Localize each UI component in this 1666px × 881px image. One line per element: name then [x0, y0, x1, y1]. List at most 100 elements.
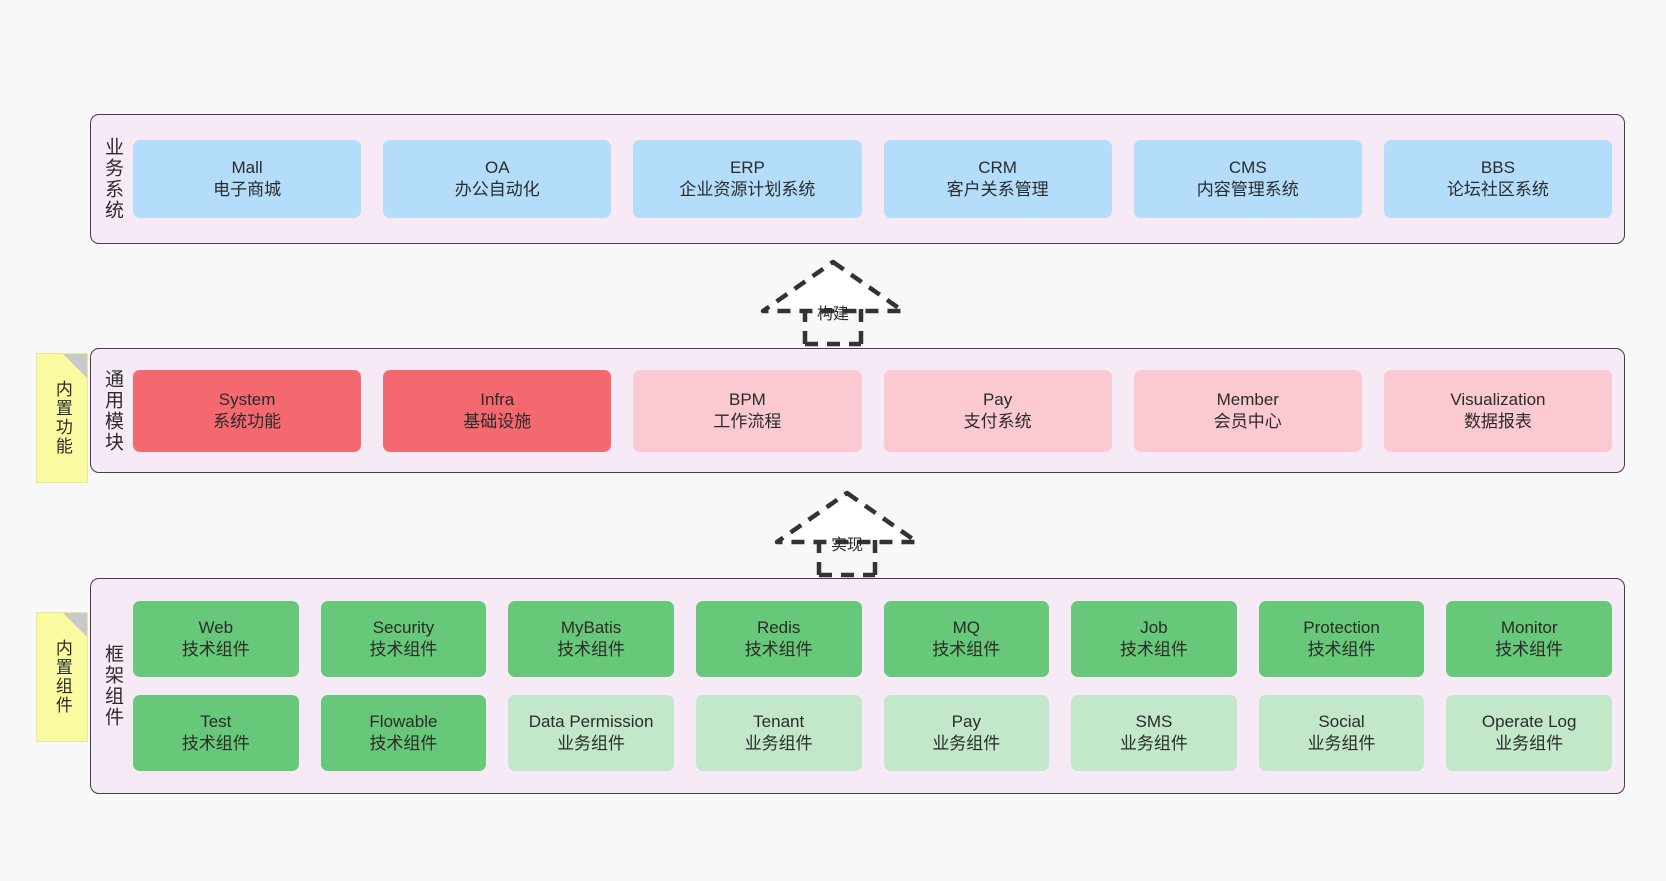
- card-subtitle: 技术组件: [1119, 640, 1188, 659]
- card-member[interactable]: Member 会员中心: [1133, 369, 1362, 452]
- card-subtitle: 技术组件: [1307, 640, 1376, 659]
- card-title: MyBatis: [560, 618, 622, 638]
- card-rows-framework: Web 技术组件 Security 技术组件 MyBatis 技术组件 Redi…: [133, 585, 1612, 787]
- card-title: Data Permission: [528, 712, 654, 732]
- card-subtitle: 基础设施: [463, 411, 532, 431]
- sticky-note-text: 内置功能: [52, 380, 72, 456]
- arrow-stem: [816, 540, 878, 578]
- card-subtitle: 业务组件: [1495, 734, 1564, 753]
- card-title: Infra: [480, 389, 515, 409]
- card-crm[interactable]: CRM 客户关系管理: [883, 140, 1112, 218]
- card-title: Web: [198, 618, 234, 638]
- card-sms[interactable]: SMS 业务组件: [1071, 695, 1237, 771]
- card-title: Flowable: [369, 712, 438, 732]
- card-monitor[interactable]: Monitor 技术组件: [1446, 601, 1612, 677]
- card-redis[interactable]: Redis 技术组件: [695, 601, 862, 677]
- connector-build-label: 构建: [816, 306, 850, 323]
- card-title: Job: [1140, 618, 1168, 638]
- note-fold-corner-icon: [63, 354, 87, 378]
- card-row-common-modules: System 系统功能 Infra 基础设施 BPM 工作流程 Pay 支付系统…: [133, 369, 1613, 452]
- layer-common-modules: 通用模块 System 系统功能 Infra 基础设施 BPM 工作流程 Pay…: [90, 348, 1625, 473]
- card-subtitle: 技术组件: [369, 734, 438, 753]
- card-social[interactable]: Social 业务组件: [1258, 695, 1425, 771]
- card-data-permission[interactable]: Data Permission 业务组件: [508, 695, 674, 771]
- card-pay[interactable]: Pay 支付系统: [883, 369, 1112, 452]
- layer-body-business-systems: Mall 电子商城 OA 办公自动化 ERP 企业资源计划系统 CRM 客户关系…: [133, 115, 1624, 243]
- card-test[interactable]: Test 技术组件: [133, 695, 299, 771]
- note-fold-corner-icon: [63, 613, 87, 637]
- card-operate-log[interactable]: Operate Log 业务组件: [1446, 695, 1612, 771]
- arrowhead-triangle: [774, 490, 920, 545]
- arrowhead-triangle: [760, 259, 906, 314]
- connector-build: 构建: [748, 256, 918, 347]
- card-title: SMS: [1135, 712, 1173, 732]
- layer-business-systems: 业务系统 Mall 电子商城 OA 办公自动化 ERP 企业资源计划系统 CRM…: [90, 114, 1625, 244]
- card-subtitle: 会员中心: [1213, 411, 1282, 431]
- card-subtitle: 技术组件: [932, 640, 1001, 659]
- card-subtitle: 企业资源计划系统: [679, 180, 816, 199]
- card-row-framework-business: Test 技术组件 Flowable 技术组件 Data Permission …: [133, 695, 1612, 771]
- card-tenant[interactable]: Tenant 业务组件: [695, 695, 862, 771]
- card-mybatis[interactable]: MyBatis 技术组件: [508, 601, 674, 677]
- card-subtitle: 业务组件: [1307, 734, 1376, 753]
- card-row-framework-technical: Web 技术组件 Security 技术组件 MyBatis 技术组件 Redi…: [133, 601, 1612, 677]
- card-title: MQ: [952, 618, 980, 638]
- card-mq[interactable]: MQ 技术组件: [883, 601, 1050, 677]
- card-title: Monitor: [1500, 618, 1558, 638]
- card-flowable[interactable]: Flowable 技术组件: [320, 695, 487, 771]
- card-subtitle: 数据报表: [1463, 411, 1532, 431]
- card-title: Pay: [982, 389, 1013, 409]
- card-subtitle: 业务组件: [557, 734, 626, 753]
- card-system[interactable]: System 系统功能: [133, 369, 362, 452]
- card-infra[interactable]: Infra 基础设施: [383, 369, 612, 452]
- card-title: BBS: [1480, 158, 1515, 178]
- card-security[interactable]: Security 技术组件: [320, 601, 487, 677]
- card-title: Protection: [1303, 618, 1380, 638]
- card-subtitle: 论坛社区系统: [1446, 180, 1549, 199]
- card-subtitle: 技术组件: [181, 734, 250, 753]
- card-oa[interactable]: OA 办公自动化: [383, 140, 612, 218]
- card-subtitle: 技术组件: [557, 640, 626, 659]
- card-title: CMS: [1228, 158, 1267, 178]
- card-protection[interactable]: Protection 技术组件: [1258, 601, 1425, 677]
- sticky-note-builtin-components: 内置组件: [36, 612, 88, 742]
- card-subtitle: 办公自动化: [454, 180, 540, 199]
- connector-implement: 实现: [762, 487, 932, 578]
- card-subtitle: 客户关系管理: [946, 180, 1049, 199]
- connector-implement-label: 实现: [830, 537, 864, 554]
- sticky-note-text: 内置组件: [52, 639, 72, 715]
- card-title: Visualization: [1450, 389, 1546, 409]
- card-bbs[interactable]: BBS 论坛社区系统: [1383, 140, 1613, 218]
- card-pay-business[interactable]: Pay 业务组件: [883, 695, 1050, 771]
- arrow-stem: [802, 309, 864, 347]
- card-title: Member: [1216, 389, 1279, 409]
- card-title: Test: [200, 712, 232, 732]
- card-title: Tenant: [753, 712, 805, 732]
- card-subtitle: 电子商城: [213, 180, 282, 199]
- layer-body-common-modules: System 系统功能 Infra 基础设施 BPM 工作流程 Pay 支付系统…: [133, 349, 1624, 472]
- layer-caption-common-modules: 通用模块: [101, 368, 123, 453]
- card-subtitle: 技术组件: [1495, 640, 1564, 659]
- card-subtitle: 系统功能: [213, 411, 282, 431]
- layer-body-framework-components: Web 技术组件 Security 技术组件 MyBatis 技术组件 Redi…: [133, 579, 1624, 793]
- card-bpm[interactable]: BPM 工作流程: [633, 369, 862, 452]
- card-title: Pay: [951, 712, 981, 732]
- card-title: ERP: [729, 158, 765, 178]
- card-subtitle: 内容管理系统: [1196, 180, 1299, 199]
- card-subtitle: 工作流程: [713, 411, 782, 431]
- layer-caption-business-systems: 业务系统: [101, 137, 123, 221]
- card-job[interactable]: Job 技术组件: [1071, 601, 1237, 677]
- card-row-business-systems: Mall 电子商城 OA 办公自动化 ERP 企业资源计划系统 CRM 客户关系…: [133, 140, 1613, 218]
- card-subtitle: 业务组件: [744, 734, 813, 753]
- card-title: BPM: [729, 389, 766, 409]
- card-subtitle: 业务组件: [1119, 734, 1188, 753]
- card-subtitle: 技术组件: [744, 640, 813, 659]
- card-mall[interactable]: Mall 电子商城: [133, 140, 362, 218]
- card-cms[interactable]: CMS 内容管理系统: [1133, 140, 1362, 218]
- card-erp[interactable]: ERP 企业资源计划系统: [633, 140, 862, 218]
- card-subtitle: 支付系统: [963, 411, 1032, 431]
- card-title: Operate Log: [1481, 712, 1577, 732]
- card-visualization[interactable]: Visualization 数据报表: [1383, 369, 1613, 452]
- card-web[interactable]: Web 技术组件: [133, 601, 299, 677]
